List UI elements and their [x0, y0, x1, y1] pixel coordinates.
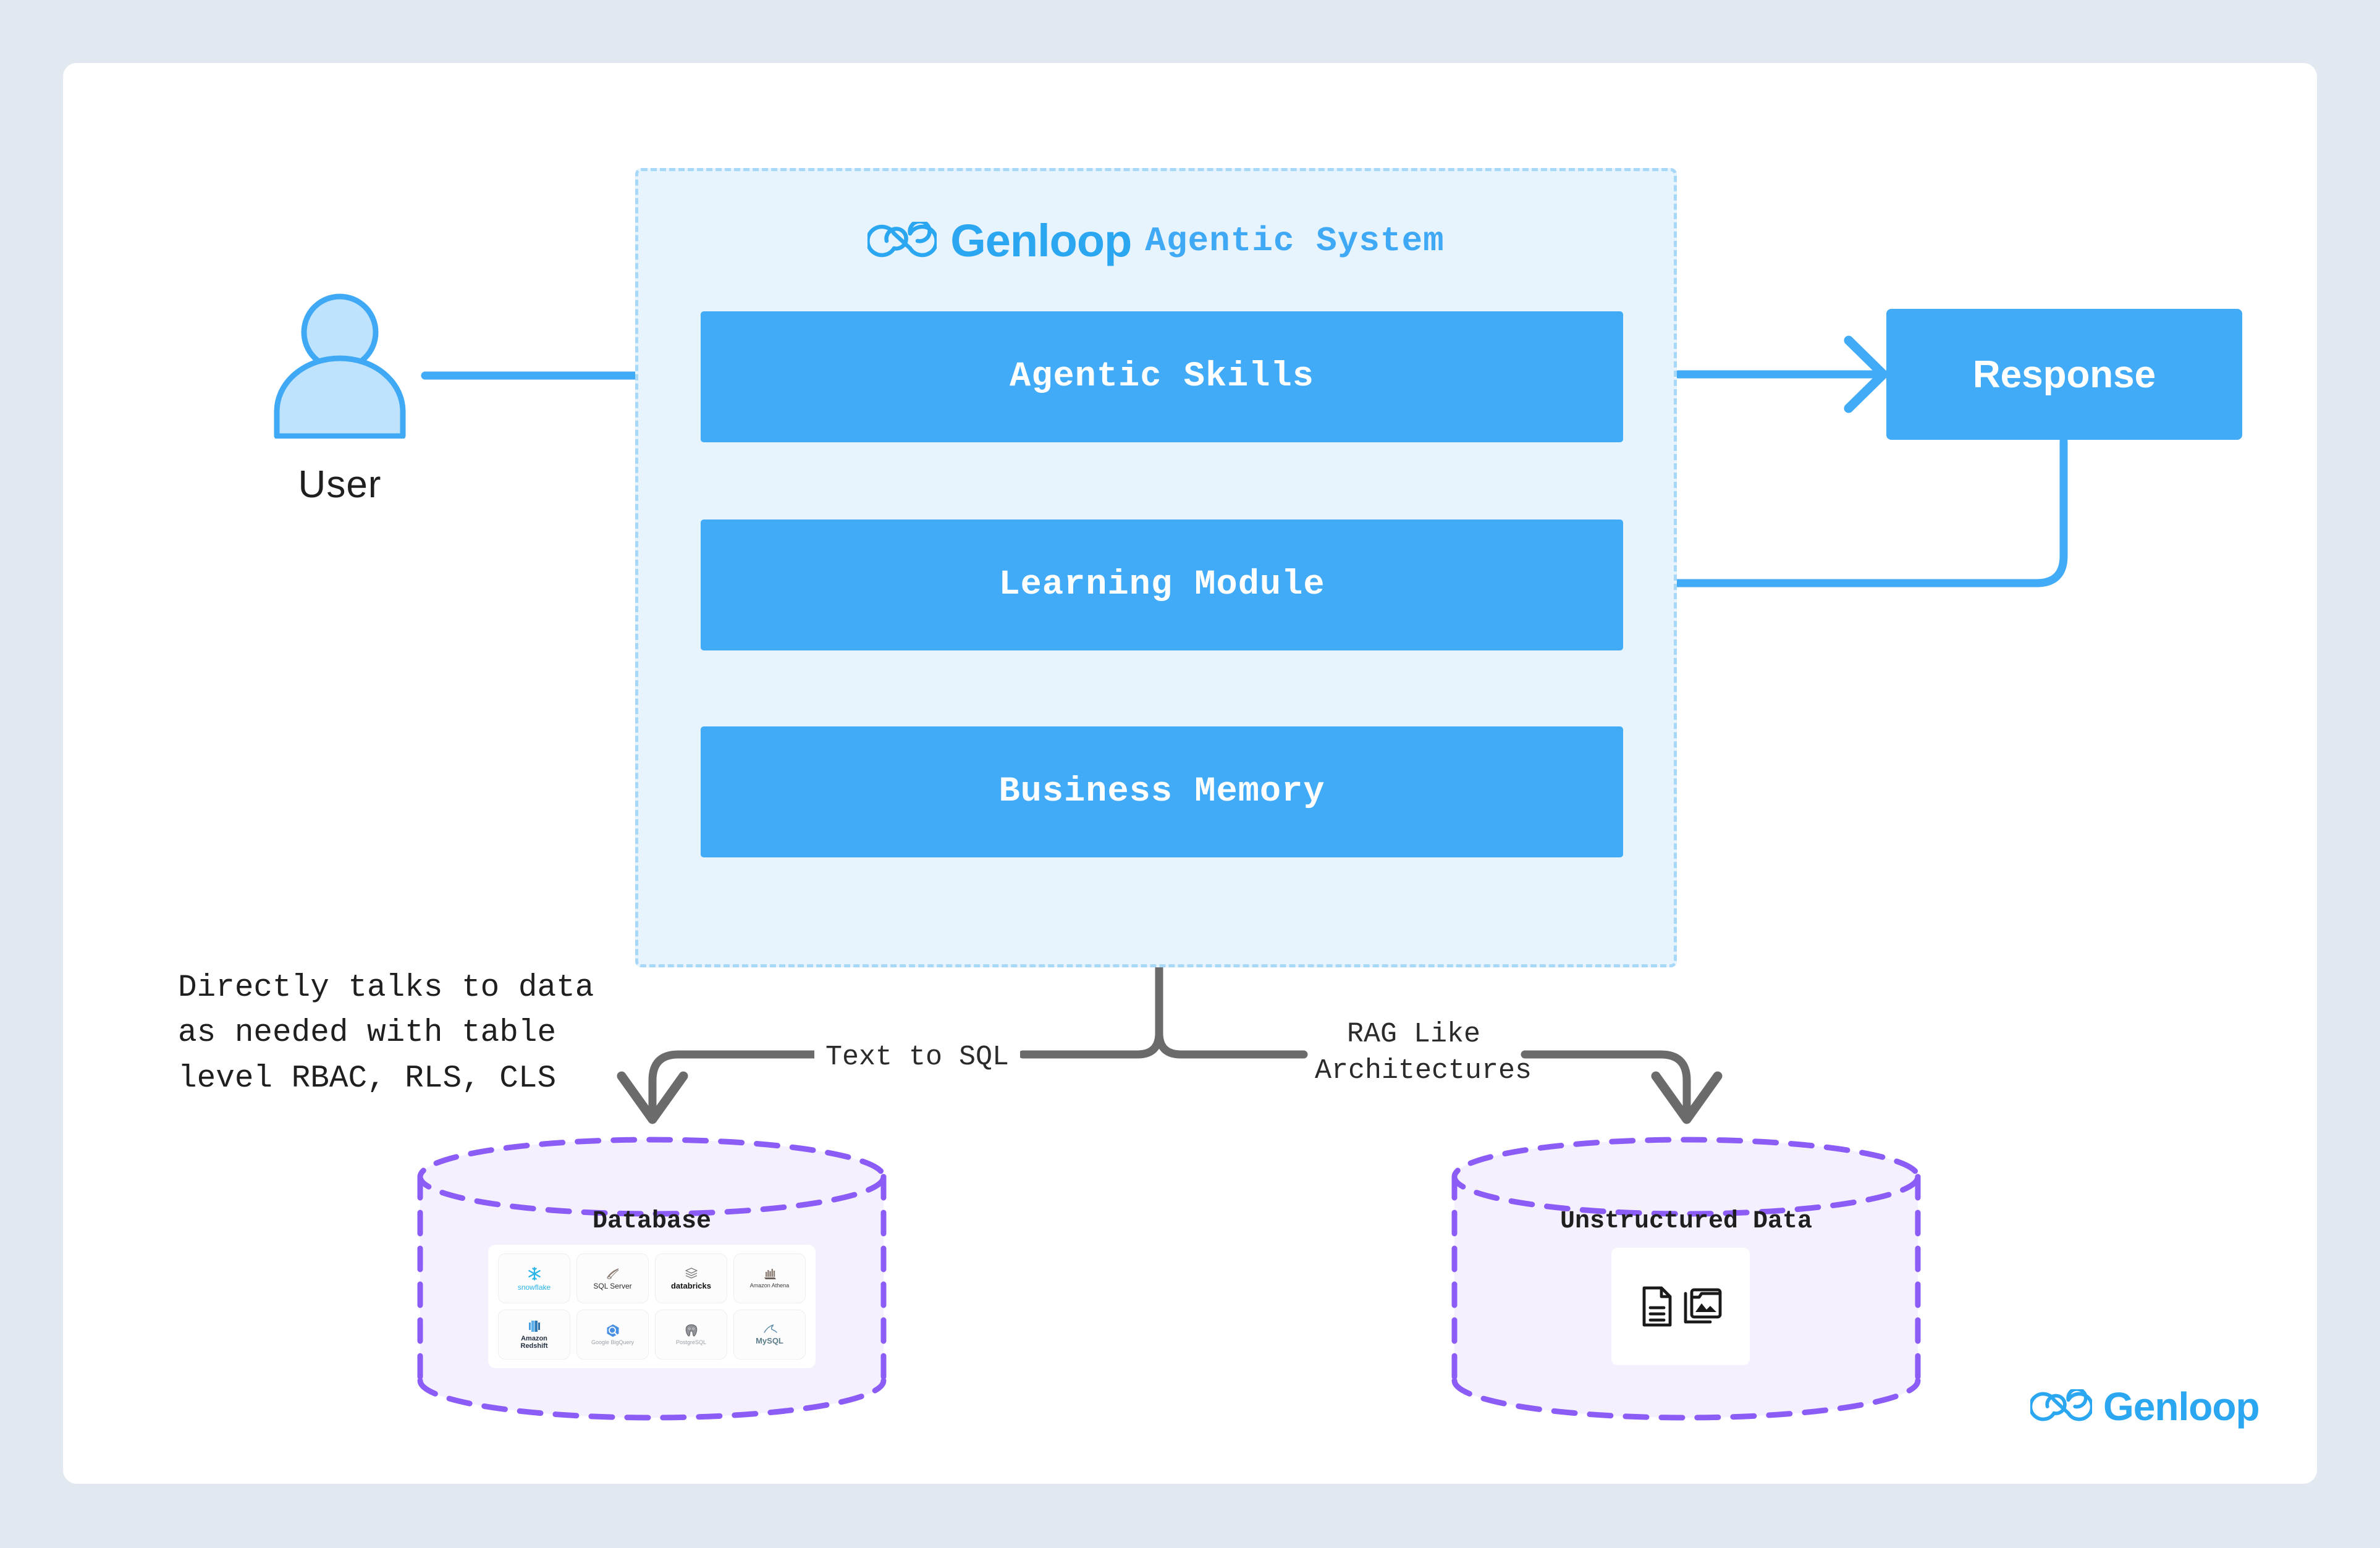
athena-icon — [764, 1269, 776, 1280]
db-logo-athena[interactable]: Amazon Athena — [733, 1253, 806, 1303]
genloop-brand-footer: Genloop — [2030, 1384, 2260, 1429]
unstructured-data-title: Unstructured Data — [1559, 1208, 1813, 1235]
module-business-memory[interactable]: Business Memory — [701, 726, 1623, 857]
db-logo-mysql-label: MySQL — [756, 1336, 783, 1346]
db-logo-sqlserver[interactable]: SQL Server — [576, 1253, 649, 1303]
db-logo-redshift-label: Amazon Redshift — [520, 1335, 548, 1350]
genloop-infinity-icon — [867, 221, 937, 257]
unstructured-icon-panel — [1611, 1248, 1750, 1365]
databricks-icon — [685, 1268, 698, 1279]
db-logo-snowflake[interactable]: snowflake — [498, 1253, 570, 1303]
module-agentic-skills-label: Agentic Skills — [1010, 357, 1314, 397]
db-logo-bigquery[interactable]: Google BigQuery — [576, 1310, 649, 1360]
connector-label-rag-line1: RAG Like — [1346, 1019, 1481, 1050]
database-node[interactable]: Database — [420, 1140, 884, 1418]
response-node[interactable]: Response — [1886, 309, 2242, 440]
rbac-annotation-text: Directly talks to data as needed with ta… — [178, 970, 594, 1096]
db-logo-snowflake-label: snowflake — [517, 1282, 551, 1292]
user-label: User — [298, 463, 382, 506]
mysql-icon — [763, 1324, 777, 1333]
database-title: Database — [592, 1208, 712, 1235]
image-folder-icon — [1684, 1288, 1722, 1324]
document-file-icon — [1642, 1286, 1672, 1327]
module-learning-module-label: Learning Module — [998, 565, 1325, 605]
module-learning-module[interactable]: Learning Module — [701, 520, 1623, 650]
sqlserver-icon — [606, 1268, 618, 1279]
genloop-infinity-icon — [2030, 1389, 2092, 1421]
database-logo-panel: snowflake SQL Server data — [488, 1245, 816, 1368]
response-label: Response — [1972, 353, 2156, 396]
db-logo-postgresql[interactable]: PostgreSQL — [655, 1310, 727, 1360]
db-logo-bigquery-label: Google BigQuery — [591, 1339, 635, 1346]
bigquery-icon — [607, 1324, 618, 1337]
db-logo-databricks[interactable]: databricks — [655, 1253, 727, 1303]
db-logo-athena-label: Amazon Athena — [749, 1282, 790, 1289]
db-logo-redshift[interactable]: Amazon Redshift — [498, 1310, 570, 1360]
connector-label-text-to-sql: Text to SQL — [814, 1039, 1021, 1076]
genloop-wordmark: Genloop — [950, 215, 1132, 266]
genloop-footer-wordmark: Genloop — [2103, 1384, 2260, 1429]
db-logo-mysql[interactable]: MySQL — [733, 1310, 806, 1360]
user-node: User — [247, 290, 433, 507]
agentic-system-header: Genloop Agentic System — [638, 214, 1674, 267]
user-avatar-icon — [274, 293, 406, 439]
db-logo-sqlserver-label: SQL Server — [593, 1281, 632, 1290]
postgresql-icon — [685, 1324, 697, 1337]
redshift-icon — [528, 1321, 540, 1332]
snowflake-icon — [528, 1266, 541, 1281]
agentic-system-title: Agentic System — [1145, 221, 1445, 261]
connector-label-rag-architectures: RAG Like Architectures — [1315, 1016, 1532, 1090]
db-logo-postgresql-label: PostgreSQL — [675, 1339, 707, 1346]
module-agentic-skills[interactable]: Agentic Skills — [701, 311, 1623, 442]
unstructured-data-node[interactable]: Unstructured Data — [1454, 1140, 1918, 1418]
module-business-memory-label: Business Memory — [998, 772, 1325, 812]
connector-label-rag-line2: Architectures — [1315, 1055, 1532, 1087]
db-logo-databricks-label: databricks — [670, 1281, 712, 1291]
